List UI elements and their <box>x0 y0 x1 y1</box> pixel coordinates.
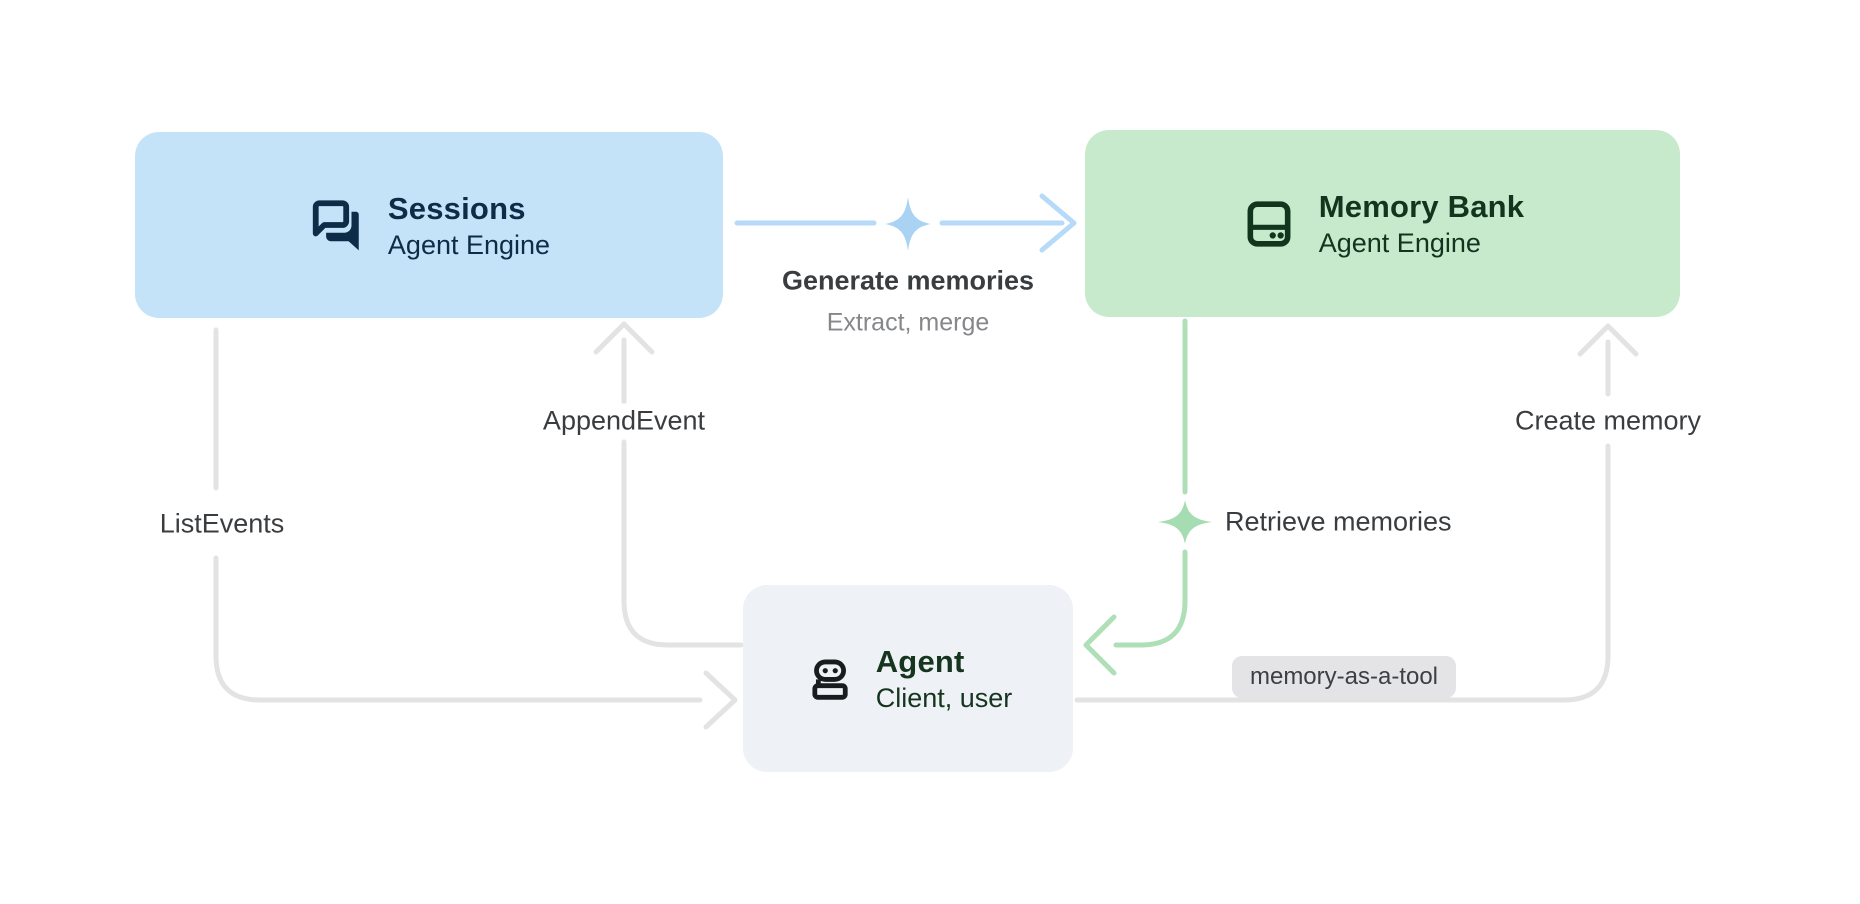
node-sessions: Sessions Agent Engine <box>135 132 723 318</box>
create-memory-label: Create memory <box>1504 403 1712 439</box>
arrowhead-right-icon <box>703 670 738 730</box>
storage-icon <box>1247 200 1291 247</box>
chat-bubbles-icon <box>312 200 359 251</box>
retrieve-memories-label: Retrieve memories <box>1225 506 1452 537</box>
arrowhead-left-icon <box>1083 614 1117 676</box>
retrieve-memories-arrow <box>1083 318 1188 676</box>
arrowhead-right-icon <box>1039 193 1077 253</box>
extract-merge-label: Extract, merge <box>826 308 990 337</box>
node-memory-bank: Memory Bank Agent Engine <box>1085 130 1680 317</box>
create-memory-arrow <box>1074 323 1639 703</box>
blue-sparkle-icon <box>885 197 931 251</box>
arrowhead-up-icon <box>593 321 655 355</box>
node-title: Sessions <box>387 190 526 226</box>
list-events-arrow <box>213 327 738 730</box>
green-sparkle-icon <box>1158 500 1212 544</box>
node-subtitle: Agent Engine <box>1318 228 1481 258</box>
generate-memories-label: Generate memories <box>781 265 1035 296</box>
append-event-arrow <box>593 321 744 648</box>
robot-icon <box>812 659 848 700</box>
arrowhead-up-icon <box>1577 323 1639 357</box>
node-agent: Agent Client, user <box>743 585 1073 772</box>
list-events-label: ListEvents <box>149 506 295 542</box>
generate-memories-arrow <box>734 193 1077 253</box>
node-subtitle: Agent Engine <box>387 229 551 260</box>
node-title: Memory Bank <box>1318 189 1525 224</box>
node-subtitle: Client, user <box>875 683 1013 713</box>
memory-as-a-tool-badge: memory-as-a-tool <box>1231 656 1457 698</box>
node-title: Agent <box>875 644 965 679</box>
append-event-label: AppendEvent <box>532 403 716 439</box>
